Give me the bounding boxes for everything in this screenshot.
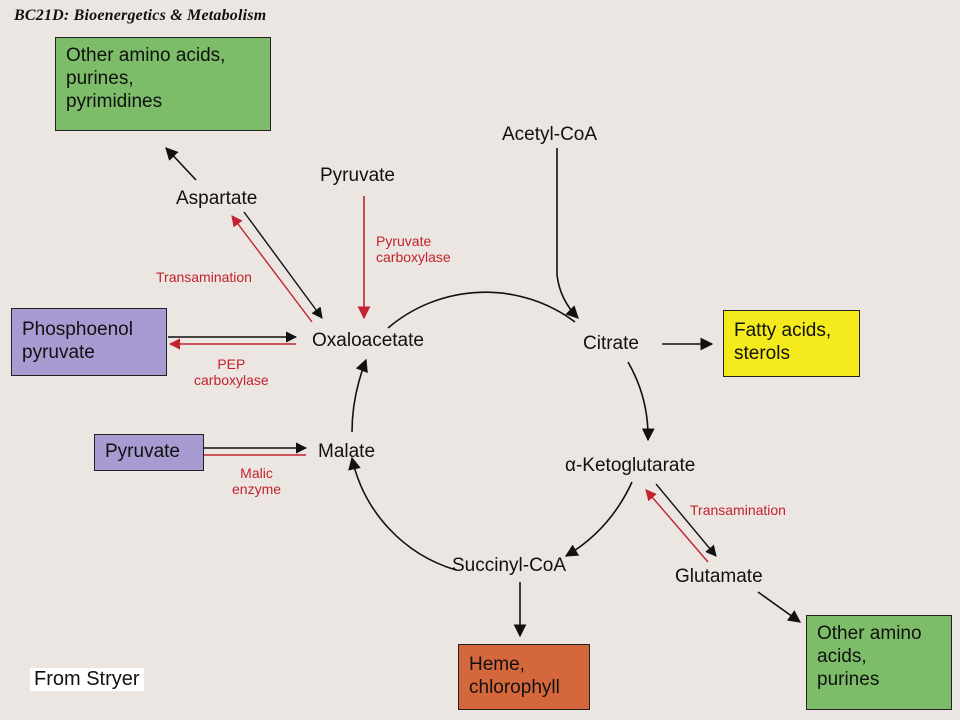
box-line: Phosphoenol <box>22 319 133 340</box>
arrow-glutamate-to-other <box>757 591 802 623</box>
box-line: pyruvate <box>22 342 95 363</box>
arc-citrate-to-akg <box>627 361 655 442</box>
label-acetyl-coa: Acetyl-CoA <box>502 124 598 145</box>
enzyme-line: carboxylase <box>376 249 451 265</box>
enzyme-line: enzyme <box>232 481 282 497</box>
enzyme-line: Malic <box>240 465 273 481</box>
course-header: BC21D: Bioenergetics & Metabolism <box>14 7 267 24</box>
box-line: Other amino acids, <box>66 45 226 66</box>
box-line: Fatty acids, <box>734 320 832 341</box>
arrow-oxaloacetate-to-aspartate <box>231 215 313 323</box>
enzyme-line: Pyruvate <box>376 233 432 249</box>
label-aspartate: Aspartate <box>176 188 258 209</box>
box-heme: Heme, chlorophyll <box>458 644 590 710</box>
enzyme-transamination-right: Transamination <box>690 502 786 518</box>
arc-akg-to-succinyl <box>564 481 633 557</box>
box-line: Heme, <box>469 654 525 675</box>
box-line: sterols <box>734 343 790 364</box>
arrow-aspartate-to-other <box>165 147 197 181</box>
enzyme-transamination-left: Transamination <box>156 269 252 285</box>
label-malate: Malate <box>318 441 376 462</box>
label-glutamate: Glutamate <box>675 566 763 587</box>
box-pyruvate: Pyruvate <box>94 434 204 471</box>
arrow-aspartate-to-oxaloacetate <box>243 211 323 319</box>
enzyme-pyruvate-carboxylase: Pyruvate carboxylase <box>376 233 451 265</box>
box-phosphoenol-pyruvate: Phosphoenol pyruvate <box>11 308 167 376</box>
arrow-akg-to-glutamate <box>655 483 717 557</box>
arrow-acetylcoa-to-citrate <box>556 148 579 319</box>
arc-oxaloacetate-to-citrate <box>387 291 576 329</box>
box-fatty-acids: Fatty acids, sterols <box>723 310 860 377</box>
arc-malate-to-oxaloacetate <box>351 358 368 433</box>
box-line: Other amino <box>817 623 922 644</box>
label-pyruvate: Pyruvate <box>320 165 395 186</box>
box-line: pyrimidines <box>66 91 163 112</box>
enzyme-line: Transamination <box>690 502 786 518</box>
enzyme-line: PEP <box>217 356 246 372</box>
box-line: purines, <box>66 68 134 89</box>
enzyme-line: Transamination <box>156 269 252 285</box>
box-line: Pyruvate <box>105 441 180 462</box>
label-succinyl-coa: Succinyl-CoA <box>452 555 567 576</box>
enzyme-pep-carboxylase: PEP carboxylase <box>194 356 269 388</box>
arc-succinyl-to-malate <box>348 456 457 571</box>
box-line: acids, <box>817 646 867 667</box>
box-other-amino-acids-top: Other amino acids, purines, pyrimidines <box>55 37 271 131</box>
arrow-glutamate-to-akg <box>645 489 709 563</box>
label-citrate: Citrate <box>583 333 639 354</box>
label-oxaloacetate: Oxaloacetate <box>312 330 424 351</box>
box-line: chlorophyll <box>469 677 560 698</box>
box-other-amino-acids-bottom: Other amino acids, purines <box>806 615 952 710</box>
label-alpha-ketoglutarate: α-Ketoglutarate <box>565 455 696 476</box>
enzyme-malic: Malic enzyme <box>232 465 281 497</box>
image-credit: From Stryer <box>30 668 144 691</box>
enzyme-line: carboxylase <box>194 372 269 388</box>
box-line: purines <box>817 669 880 690</box>
